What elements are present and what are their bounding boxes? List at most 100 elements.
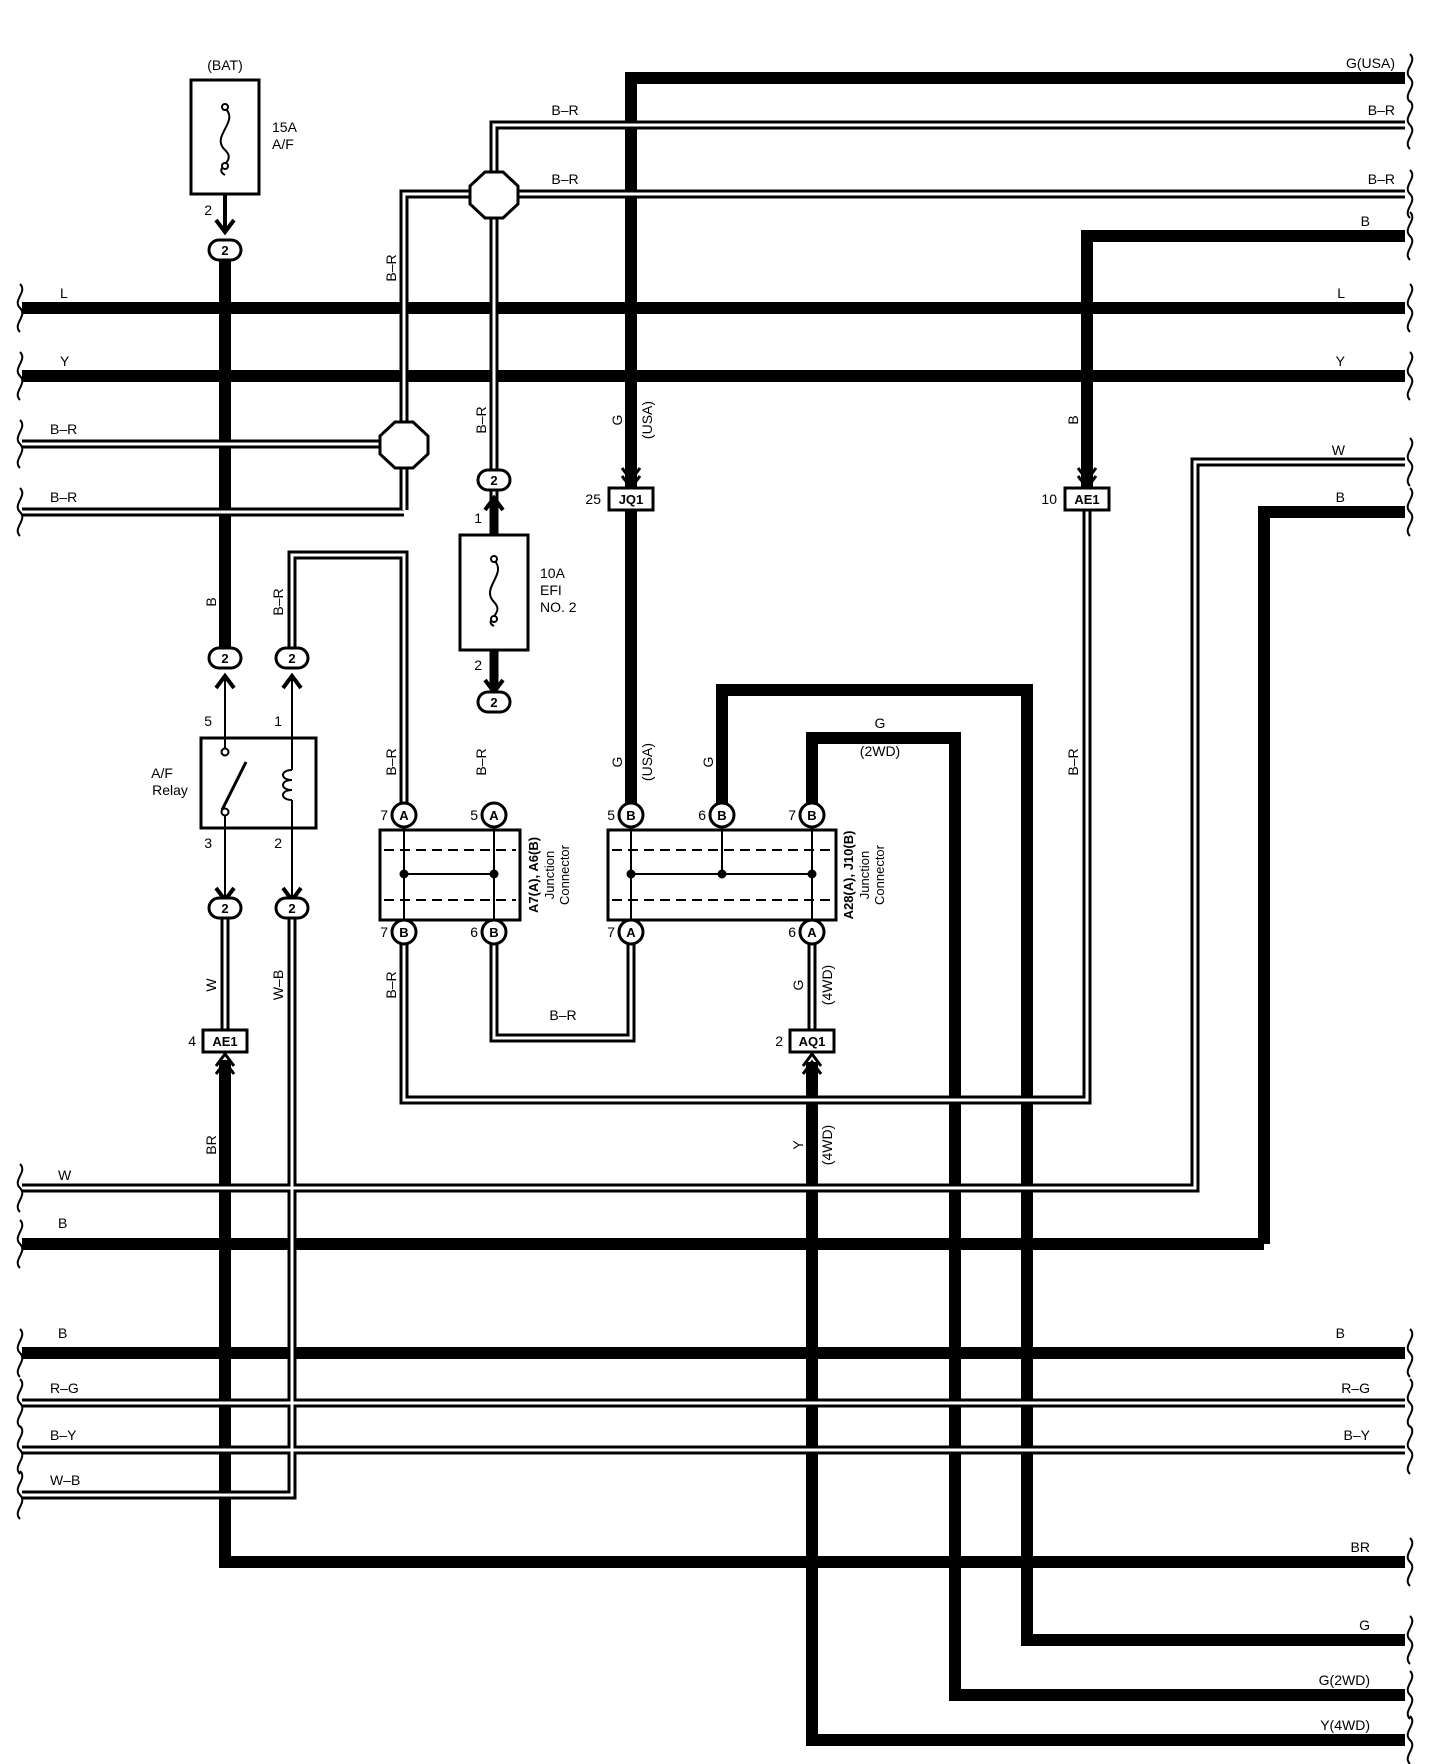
label-jq1-pin: 25 <box>585 491 601 507</box>
wire-br <box>219 1060 1405 1568</box>
svg-text:A: A <box>626 925 636 940</box>
svg-text:AQ1: AQ1 <box>799 1034 826 1049</box>
label-relay-name2: Relay <box>152 782 188 798</box>
label-by-left: B–Y <box>50 1427 77 1443</box>
label-relay-pin3: 3 <box>204 835 212 851</box>
fuse-af <box>189 78 261 236</box>
connector-jq1: JQ1 <box>607 467 655 512</box>
svg-text:B: B <box>399 925 408 940</box>
vlabel-br-ae1: BR <box>203 1135 219 1154</box>
label-br-left-2: B–R <box>50 489 77 505</box>
svg-text:B: B <box>807 808 816 823</box>
vlabel-g-usa: G <box>609 415 625 426</box>
vlabel-br-a6: B–R <box>473 748 489 775</box>
label-g-usa: G(USA) <box>1346 55 1395 71</box>
connector-oval: 2 <box>274 646 310 670</box>
svg-text:2: 2 <box>221 243 228 258</box>
svg-text:2: 2 <box>288 901 295 916</box>
wire-y-4wd <box>806 1062 1405 1746</box>
connector-oval: 2 <box>207 896 243 920</box>
vlabel-w-relay: W <box>203 978 219 992</box>
connector-oval: 2 <box>274 896 310 920</box>
vlabel-usa: (USA) <box>639 401 655 439</box>
label-j1-top-pin-1: 7 <box>380 807 388 823</box>
pin-j5-b: B <box>617 801 645 829</box>
svg-text:B: B <box>717 808 726 823</box>
connector-ae1-top: AE1 <box>1063 467 1111 512</box>
label-relay-pin2: 2 <box>274 835 282 851</box>
thick-wires <box>22 72 1405 1746</box>
pin-a5-a: A <box>480 801 508 829</box>
svg-text:2: 2 <box>288 651 295 666</box>
label-efi-pin1: 1 <box>474 510 482 526</box>
vlabel-br-efi: B–R <box>473 406 489 433</box>
label-w-left: W <box>58 1167 72 1183</box>
label-rg-right: R–G <box>1341 1380 1370 1396</box>
vlabel-b-relay: B <box>203 597 219 606</box>
label-by-right: B–Y <box>1344 1427 1371 1443</box>
label-y4wd-right: Y(4WD) <box>1320 1717 1370 1733</box>
junction-connector-2 <box>606 828 838 922</box>
label-j2-top-pin-1: 5 <box>607 807 615 823</box>
connector-aq1: AQ1 <box>788 1028 836 1075</box>
label-br-2-left: B–R <box>551 171 578 187</box>
label-y-left: Y <box>60 353 70 369</box>
label-j2-top-pin-3: 7 <box>788 807 796 823</box>
splice-left <box>378 420 430 470</box>
pin-j7-b: B <box>798 801 826 829</box>
label-br-1: B–R <box>1368 102 1395 118</box>
wire-g-2wd <box>806 732 1405 1701</box>
label-relay-name1: A/F <box>151 765 173 781</box>
connector-oval: 2 <box>207 646 243 670</box>
pin-j6-b: B <box>708 801 736 829</box>
pin-a7-a: A <box>390 801 418 829</box>
label-efi-pin2: 2 <box>474 657 482 673</box>
labels: G(USA) B–R B–R B–R B–R B L L Y Y B–R B–R… <box>50 55 1395 1733</box>
label-br-left-1: B–R <box>50 421 77 437</box>
vlabel-b-ae1: B <box>1065 415 1081 424</box>
label-b-left: B <box>58 1215 67 1231</box>
double-wires <box>22 120 1405 1500</box>
label-rg-left: R–G <box>50 1380 79 1396</box>
vlabel-br-right: B–R <box>1065 748 1081 775</box>
label-efi-amp: 10A <box>540 565 566 581</box>
splice-top <box>468 170 520 220</box>
connector-oval: 2 <box>476 468 512 492</box>
vlabel-4wd-2: (4WD) <box>819 1125 835 1165</box>
svg-text:A: A <box>399 808 409 823</box>
wire-b-ae1 <box>1081 230 1405 490</box>
label-j2-bot-pin-2: 6 <box>788 924 796 940</box>
svg-text:B: B <box>489 925 498 940</box>
label-j1-top-pin-2: 5 <box>470 807 478 823</box>
label-af-name: A/F <box>272 136 294 152</box>
svg-text:A: A <box>489 808 499 823</box>
label-j1-name: A7(A), A6(B) <box>526 837 541 913</box>
label-g-2wd: G <box>875 715 886 731</box>
svg-text:AE1: AE1 <box>212 1034 237 1049</box>
label-j1-sub2: Connector <box>557 844 572 905</box>
label-j1-sub1: Junction <box>542 851 557 899</box>
label-ae1-bot-pin: 4 <box>188 1033 196 1049</box>
label-af-amp: 15A <box>272 119 298 135</box>
vlabel-wb-relay: W–B <box>270 970 286 1000</box>
label-l-right: L <box>1337 285 1345 301</box>
label-b-top: B <box>1361 213 1370 229</box>
label-j1-bot-pin-1: 7 <box>380 924 388 940</box>
pin-a7-a2: A <box>617 918 645 946</box>
wire-g-usa <box>625 72 1405 490</box>
label-j2-name: A28(A), J10(B) <box>841 831 856 920</box>
label-b-bus-left: B <box>58 1325 67 1341</box>
junction-connector-1 <box>378 828 522 922</box>
vlabel-g-4wd: G <box>790 980 806 991</box>
vlabel-br-a7: B–R <box>383 748 399 775</box>
pin-b6-b: B <box>480 918 508 946</box>
label-y-right: Y <box>1336 353 1346 369</box>
label-w-top: W <box>1332 442 1346 458</box>
connector-oval: 2 <box>207 238 243 262</box>
pin-circles: A A B B B B B A A <box>390 801 826 946</box>
label-b-top-2: B <box>1336 489 1345 505</box>
svg-text:B: B <box>626 808 635 823</box>
label-efi-name2: NO. 2 <box>540 599 577 615</box>
vlabel-usa-2: (USA) <box>639 743 655 781</box>
